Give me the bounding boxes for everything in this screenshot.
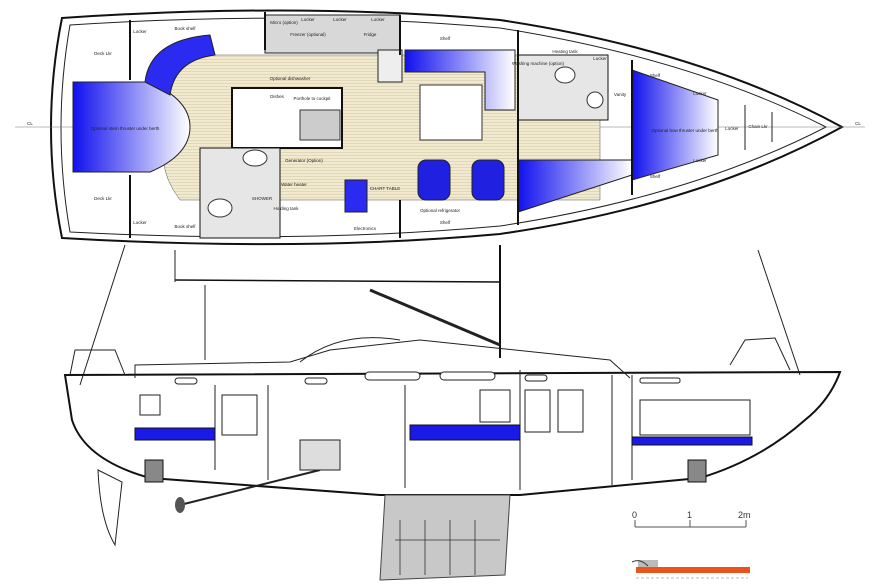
hull-outline-profile xyxy=(63,370,842,496)
label-locker: Locker xyxy=(725,126,739,131)
aft-settee xyxy=(144,34,216,96)
label-chain-locker: Chain Lkr xyxy=(748,124,768,129)
label-freezer: Freezer (optional) xyxy=(290,32,326,37)
label-generator: Generator (Option) xyxy=(285,158,323,163)
label-washing-machine: Washing machine (option) xyxy=(512,61,565,66)
boom xyxy=(174,279,501,283)
label-centerline: CL xyxy=(855,121,861,126)
label-centerline: CL xyxy=(27,121,33,126)
saloon-settee-profile xyxy=(409,424,521,441)
plan-labels: Deck Lkr Deck Lkr Locker Book shelf Book… xyxy=(27,17,861,231)
label-locker: Locker xyxy=(133,29,147,34)
bow-thruster xyxy=(687,459,707,483)
label-shower: SHOWER xyxy=(252,196,273,201)
label-shelf: Shelf xyxy=(440,220,451,225)
label-locker: Locker xyxy=(593,56,607,61)
engine xyxy=(299,109,341,141)
label-shelf: Shelf xyxy=(440,36,451,41)
label-locker: Locker xyxy=(133,220,147,225)
backstay xyxy=(79,244,126,386)
label-fridge: Fridge xyxy=(364,32,377,37)
label-stern-thruster: Optional stern thruster under berth xyxy=(91,126,160,131)
label-dishes: Dishes xyxy=(270,94,285,99)
label-locker: Locker xyxy=(333,17,347,22)
label-locker: Locker xyxy=(693,91,707,96)
starboard-cabin-berth xyxy=(517,159,633,213)
hull-outline-plan xyxy=(50,9,845,246)
label-book-shelf: Book shelf xyxy=(174,224,196,229)
label-locker: Locker xyxy=(371,17,385,22)
label-water-heater: Water heater xyxy=(281,182,307,187)
label-book-shelf: Book shelf xyxy=(174,26,196,31)
label-holding-tank: Holding tank xyxy=(273,206,299,211)
label-bow-thruster: Optional bow thruster under berth xyxy=(651,128,719,133)
label-shelf: Shelf xyxy=(650,73,661,78)
scale-tick-1: 1 xyxy=(687,510,692,520)
scale-tick-0: 0 xyxy=(632,510,637,520)
galley-sink xyxy=(377,49,403,83)
label-chart-table: CHART TABLE xyxy=(370,186,400,191)
label-electronics: Electronics xyxy=(354,226,377,231)
vang xyxy=(369,288,501,347)
aft-head xyxy=(199,147,281,239)
stern-thruster xyxy=(144,459,164,483)
armchair-2 xyxy=(471,159,505,201)
scale-bar: 0 1 2m xyxy=(632,510,751,528)
label-deck-locker-stbd: Deck Lkr xyxy=(94,196,112,201)
label-shelf: Shelf xyxy=(650,174,661,179)
cockpit-dodger xyxy=(299,337,401,363)
label-dishwasher: Optional dishwasher xyxy=(270,76,311,81)
engine-profile xyxy=(299,439,341,471)
aft-berth-profile xyxy=(134,427,216,441)
scale-tick-2m: 2m xyxy=(738,510,751,520)
label-heating-tank: Heating tank xyxy=(552,49,578,54)
label-locker: Locker xyxy=(301,17,315,22)
profile-view xyxy=(63,244,842,581)
saloon-table xyxy=(419,84,483,141)
label-refrigerator: Optional refrigerator xyxy=(420,208,461,213)
propeller-shaft xyxy=(179,469,321,506)
deckhouse xyxy=(134,339,631,379)
label-porthole: Porthole to cockpit xyxy=(293,96,331,101)
label-vanity: Vanity xyxy=(614,92,627,97)
nav-seat xyxy=(344,179,368,213)
stern-pulpit xyxy=(69,349,126,376)
armchair-1 xyxy=(417,159,451,201)
forepeak-berth-profile xyxy=(631,436,753,446)
saloon-settee xyxy=(404,49,516,111)
forepeak-berth xyxy=(631,69,719,181)
keel xyxy=(379,494,511,581)
label-micro: Micro (option) xyxy=(270,20,298,25)
designer-logo xyxy=(631,560,750,579)
rudder xyxy=(97,469,123,547)
label-locker: Locker xyxy=(693,158,707,163)
bow-pulpit xyxy=(729,337,791,371)
forestay xyxy=(757,249,801,376)
label-deck-locker-port: Deck Lkr xyxy=(94,51,112,56)
plan-view: Deck Lkr Deck Lkr Locker Book shelf Book… xyxy=(15,9,865,246)
